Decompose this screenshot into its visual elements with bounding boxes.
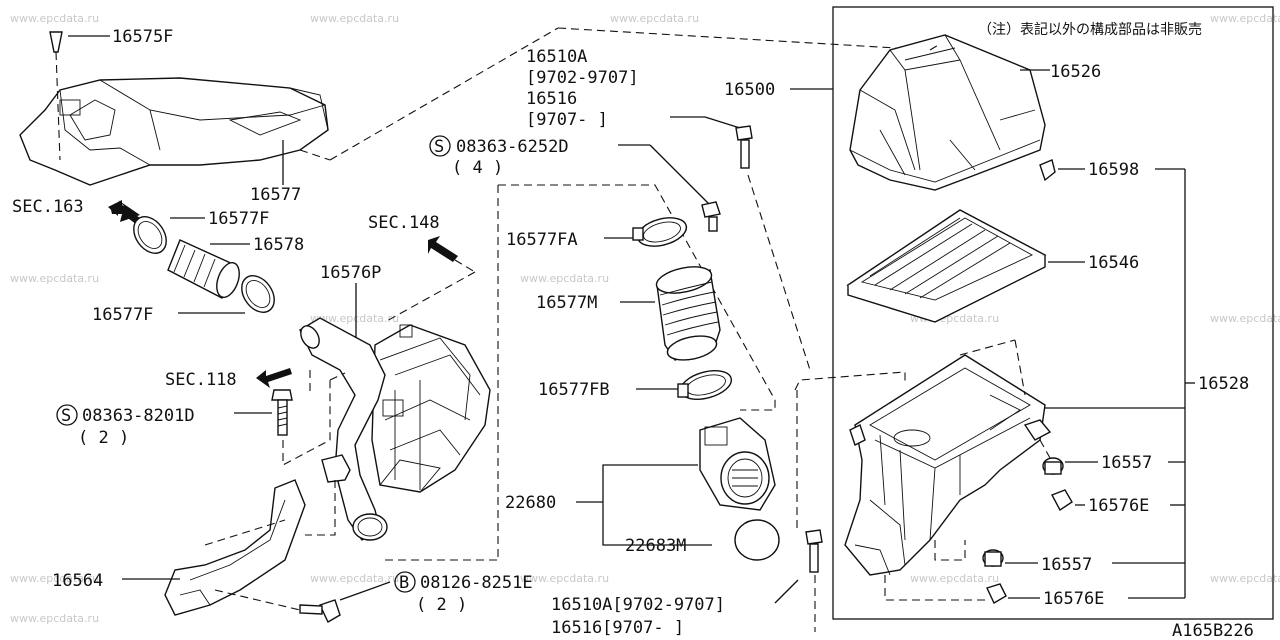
s-mark-label: S [61,406,71,426]
label-bolt-08363-6252D-qty: ( 4 ) [452,158,503,178]
watermark: www.epcdata.ru [520,572,609,585]
watermark: www.epcdata.ru [10,612,99,625]
bolt-16510A-top-drawing [735,125,753,169]
label-16577FB: 16577FB [538,380,610,400]
watermark: www.epcdata.ru [610,12,699,25]
s-mark-icon [56,404,78,426]
label-16577F-bottom: 16577F [92,305,153,325]
label-16576E-top: 16576E [1088,496,1149,516]
label-16576E-bottom: 16576E [1043,589,1104,609]
boot-16577M-drawing [655,266,721,361]
bolt-16510A-bottom-drawing [805,529,823,573]
diagram-code: A165B226 [1172,621,1254,640]
label-16575F: 16575F [112,27,173,47]
grommet-16557-top-drawing [1042,457,1064,475]
label-16577FA: 16577FA [506,230,578,250]
label-22683M: 22683M [625,536,686,556]
s-mark-icon [429,135,451,157]
hose-16578-drawing [167,239,240,299]
air-cleaner-cover-16526-drawing [849,34,1046,191]
watermark: www.epcdata.ru [910,572,999,585]
label-bolt-08126-8251E-qty: ( 2 ) [416,595,467,615]
assembly-frame [832,6,1274,620]
label-16510A-top: 16510A [526,47,587,67]
label-16516-top-range: [9707- ] [526,110,608,130]
arrow-sec118-icon [256,368,292,388]
label-16577: 16577 [250,185,301,205]
b-mark-icon [394,571,416,593]
filter-element-16546-drawing [846,209,1047,323]
watermark: www.epcdata.ru [1210,572,1280,585]
label-16516-bottom: 16516[9707- ] [551,618,684,638]
label-16576P: 16576P [320,263,381,283]
label-16546: 16546 [1088,253,1139,273]
clamp-16577F-top-drawing [133,216,167,254]
label-16564: 16564 [52,571,103,591]
label-16510A-top-range: [9702-9707] [526,68,639,88]
watermark: www.epcdata.ru [10,272,99,285]
watermark: www.epcdata.ru [10,12,99,25]
watermark: www.epcdata.ru [310,312,399,325]
collar-16576E-bottom-drawing [986,583,1007,604]
arrow-sec148-icon [428,236,458,262]
clamp-16577F-bottom-drawing [241,275,275,313]
resonator-duct-drawing [19,77,329,186]
label-bolt-08363-8201D-qty: ( 2 ) [78,428,129,448]
label-16516-top: 16516 [526,89,577,109]
label-16528: 16528 [1198,374,1249,394]
resonator-16576P-drawing [299,317,491,541]
clip-16598-drawing [1039,159,1056,182]
collar-16576E-top-drawing [1051,489,1073,512]
label-16577F-top: 16577F [208,209,269,229]
s-mark-label: S [434,137,444,157]
b-mark-label: B [399,573,409,593]
watermark: www.epcdata.ru [520,272,609,285]
bracket-clip-drawing [321,454,351,483]
label-bolt-08363-6252D: 08363-6252D [456,137,569,157]
label-bolt-08126-8251E: 08126-8251E [420,573,533,593]
sales-note: （注）表記以外の構成部品は非販売 [978,21,1202,38]
bracket-16564-drawing [164,479,306,616]
watermark: www.epcdata.ru [1210,312,1280,325]
label-16577M: 16577M [536,293,597,313]
clip-16575F-drawing [49,31,63,161]
grommet-16557-bottom-drawing [982,549,1004,567]
bolt-8201D-drawing [271,389,293,436]
label-sec118: SEC.118 [165,370,237,390]
bolt-8251E-drawing [299,599,341,623]
label-bolt-08363-8201D: 08363-8201D [82,406,195,426]
label-16557-top: 16557 [1101,453,1152,473]
watermark: www.epcdata.ru [10,572,99,585]
watermark: www.epcdata.ru [310,572,399,585]
airflow-meter-22680-drawing [699,417,776,511]
watermark: www.epcdata.ru [1210,12,1280,25]
label-16526: 16526 [1050,62,1101,82]
gasket-22683M-drawing [734,519,780,561]
air-cleaner-case-16528-drawing [844,354,1052,576]
label-16500: 16500 [724,80,775,100]
bolt-6252D-drawing [701,201,721,232]
label-16578: 16578 [253,235,304,255]
label-16598: 16598 [1088,160,1139,180]
watermark: www.epcdata.ru [310,12,399,25]
label-22680: 22680 [505,493,556,513]
label-sec148: SEC.148 [368,213,440,233]
label-16510A-bottom: 16510A[9702-9707] [551,595,725,615]
label-16557-bottom: 16557 [1041,555,1092,575]
label-sec163: SEC.163 [12,197,84,217]
